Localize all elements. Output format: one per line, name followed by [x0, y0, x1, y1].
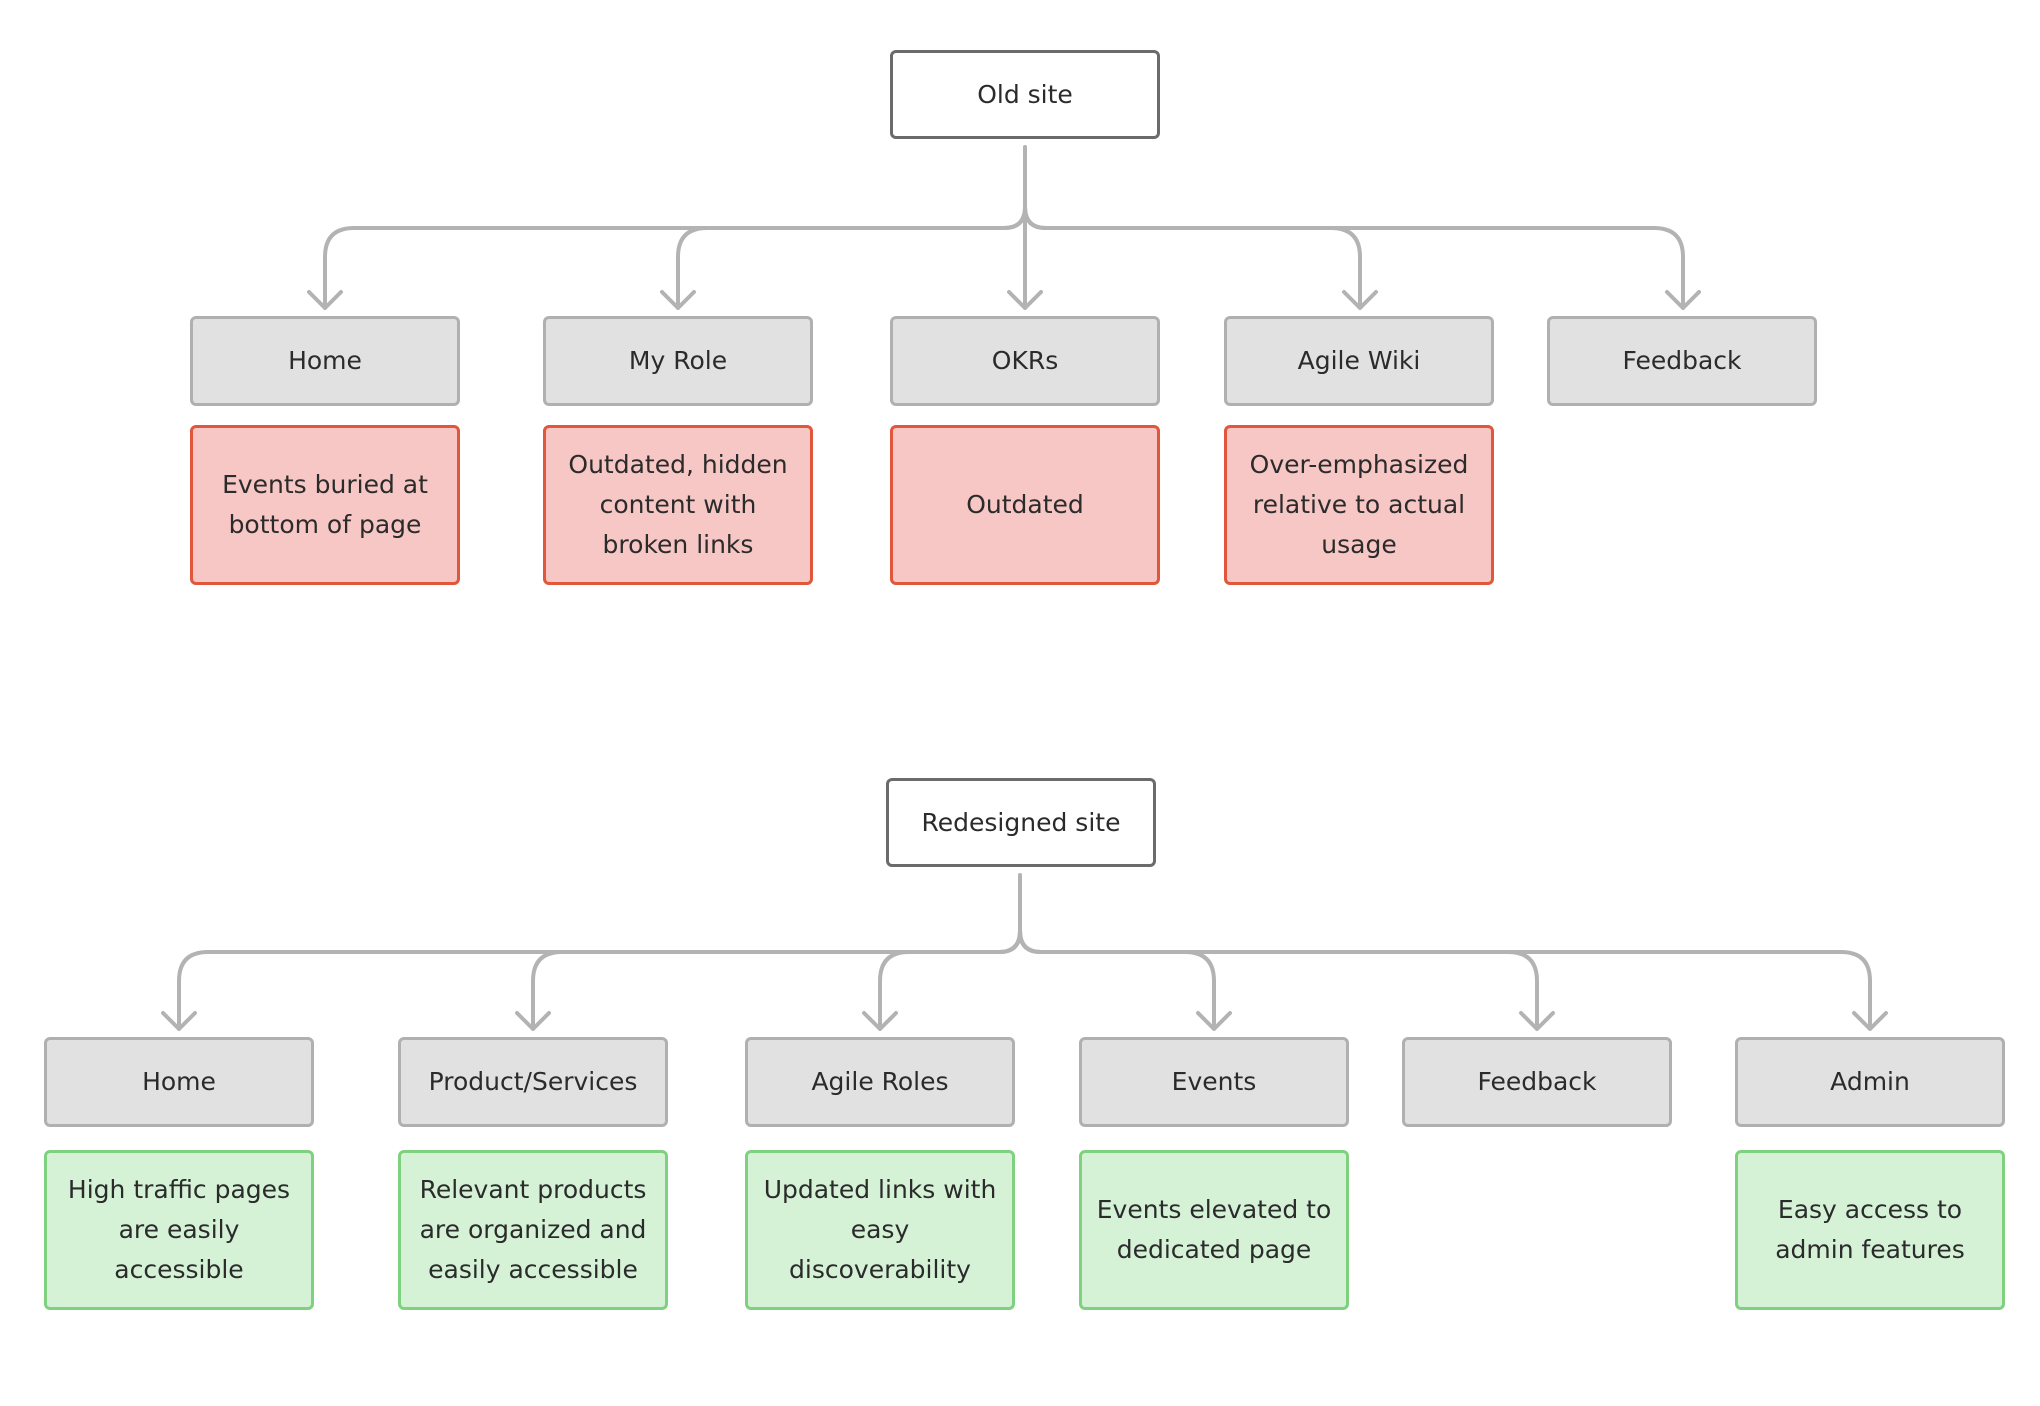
- new-improvement-product-services: Relevant products are organized and easi…: [398, 1150, 668, 1310]
- redesigned-site-title: Redesigned site: [921, 807, 1121, 837]
- new-page-product-services: Product/Services: [398, 1037, 668, 1127]
- redesigned-site-root: Redesigned site: [886, 778, 1156, 867]
- connector-old-myrole: [660, 205, 1027, 310]
- new-improvement-agile-roles: Updated links with easy discoverability: [745, 1150, 1015, 1310]
- connector-new-events: [1018, 929, 1232, 1031]
- new-improvement-admin: Easy access to admin features: [1735, 1150, 2005, 1310]
- new-page-feedback: Feedback: [1402, 1037, 1672, 1127]
- old-page-home: Home: [190, 316, 460, 406]
- connector-new-admin: [1018, 929, 1888, 1031]
- new-page-home: Home: [44, 1037, 314, 1127]
- connector-new-products: [515, 929, 1022, 1031]
- connector-new-home: [161, 929, 1022, 1031]
- connector-old-home: [307, 205, 1027, 310]
- old-issue-my-role: Outdated, hidden content with broken lin…: [543, 425, 813, 585]
- old-page-okrs: OKRs: [890, 316, 1160, 406]
- new-page-admin: Admin: [1735, 1037, 2005, 1127]
- connector-new-agileroles: [862, 929, 1022, 1031]
- new-improvement-home: High traffic pages are easily accessible: [44, 1150, 314, 1310]
- new-page-events: Events: [1079, 1037, 1349, 1127]
- old-page-feedback: Feedback: [1547, 316, 1817, 406]
- connector-old-feedback: [1023, 205, 1701, 310]
- old-site-root: Old site: [890, 50, 1160, 139]
- connector-old-okrs: [1007, 205, 1043, 310]
- old-issue-okrs: Outdated: [890, 425, 1160, 585]
- old-issue-agile-wiki: Over-emphasized relative to actual usage: [1224, 425, 1494, 585]
- new-improvement-events: Events elevated to dedicated page: [1079, 1150, 1349, 1310]
- connector-new-feedback: [1018, 929, 1555, 1031]
- old-page-agile-wiki: Agile Wiki: [1224, 316, 1494, 406]
- new-page-agile-roles: Agile Roles: [745, 1037, 1015, 1127]
- old-issue-home: Events buried at bottom of page: [190, 425, 460, 585]
- old-page-my-role: My Role: [543, 316, 813, 406]
- connector-old-agilewiki: [1023, 205, 1378, 310]
- old-site-title: Old site: [977, 79, 1073, 109]
